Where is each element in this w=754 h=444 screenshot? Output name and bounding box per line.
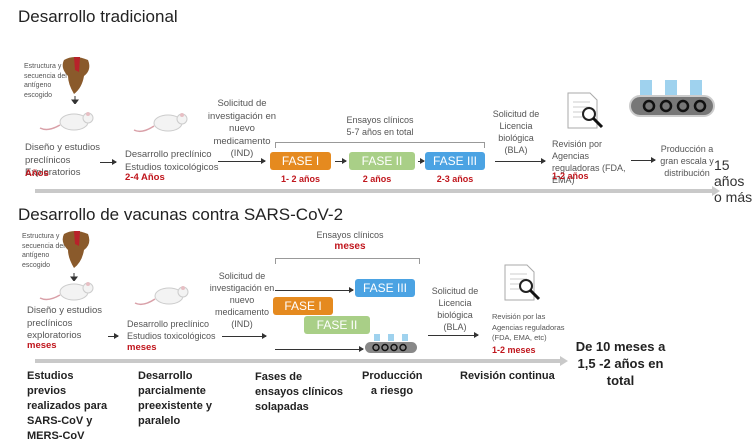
bla-label: Solicitud de Licencia biológica (BLA) — [492, 109, 540, 155]
review-text: Revisión por Agencias reguladoras (FDA, … — [552, 139, 626, 185]
step2-time: 2-4 Años — [125, 172, 165, 183]
step2-text: Desarrollo preclínico Estudios toxicológ… — [125, 149, 219, 173]
arrow — [218, 158, 266, 164]
arrow — [335, 158, 347, 164]
note-rolling-review: Revisión continua — [460, 370, 555, 382]
mouse-icon — [133, 113, 188, 133]
mouse-icon — [134, 286, 189, 306]
trials-bracket — [275, 142, 485, 148]
arrow — [222, 333, 267, 339]
total-time: 15 años o más — [714, 157, 753, 205]
section-title-traditional: Desarrollo tradicional — [18, 7, 178, 26]
note-previous-studies: Estudios previos realizados para SARS-Co… — [27, 370, 108, 442]
arrow — [495, 158, 546, 164]
timeline-bar — [35, 356, 568, 366]
document-review-icon — [567, 92, 604, 129]
ind-label: Solicitud de investigación en nuevo medi… — [209, 271, 275, 329]
trials-time: 5-7 años en total — [346, 127, 414, 137]
phase-1-box: FASE I — [270, 152, 331, 170]
review-text: Revisión por las Agencias reguladoras (F… — [492, 312, 565, 342]
step1-time: Años — [25, 168, 49, 179]
antigen-label: Estructura y secuencia del antígeno esco… — [24, 63, 67, 99]
review-time: 1-2 años — [552, 171, 589, 181]
mouse-icon — [39, 282, 94, 301]
phase-3-box: FASE III — [425, 152, 485, 170]
ind-label: Solicitud de investigación en nuevo medi… — [207, 98, 277, 159]
step1-text: Diseño y estudios preclínicos Explorator… — [25, 142, 100, 178]
protein-icon — [62, 57, 90, 94]
arrow — [108, 333, 119, 339]
protein-icon — [62, 231, 90, 268]
trials-label: Ensayos clínicos — [346, 115, 414, 125]
trials-time: meses — [334, 241, 366, 252]
arrow — [418, 158, 425, 164]
mouse-icon — [39, 112, 94, 131]
note-production-at-risk: Producción a riesgo — [362, 370, 423, 397]
document-review-icon — [504, 264, 541, 301]
total-time: De 10 meses a 1,5 -2 años en total — [575, 339, 666, 388]
phase-2-time: 2 años — [362, 174, 392, 184]
phase-3-time: 2-3 años — [436, 174, 474, 184]
timeline-bar — [35, 186, 720, 196]
arrow — [275, 287, 354, 293]
phase-2-box: FASE II — [304, 316, 370, 334]
phase-1-time: 1- 2 años — [280, 174, 320, 184]
arrow — [100, 159, 117, 165]
trials-bracket — [275, 258, 420, 264]
review-time: 1-2 meses — [492, 345, 536, 355]
conveyor-icon — [629, 80, 715, 117]
arrow-down-icon — [71, 96, 79, 104]
step2-time: meses — [127, 342, 157, 353]
step1-text: Diseño y estudios preclínicos explorator… — [27, 305, 102, 341]
phase-2-box: FASE II — [349, 152, 415, 170]
bla-label: Solicitud de Licencia biológica (BLA) — [431, 286, 479, 332]
phase-3-box: FASE III — [355, 279, 415, 297]
conveyor-icon — [365, 334, 417, 353]
step1-time: meses — [27, 340, 57, 351]
phase-1-box: FASE I — [273, 297, 333, 315]
section-title-covid: Desarrollo de vacunas contra SARS-CoV-2 — [18, 205, 344, 224]
arrow — [428, 332, 479, 338]
arrow — [275, 346, 364, 352]
note-overlapping-phases: Fases de ensayos clínicos solapadas — [255, 371, 344, 413]
trials-label: Ensayos clínicos — [316, 230, 384, 240]
production-label: Producción a gran escala y distribución — [660, 144, 714, 178]
note-partial-development: Desarrollo parcialmente preexistente y p… — [138, 370, 212, 427]
antigen-label: Estructura y secuencia del antígeno esco… — [22, 233, 65, 269]
step2-text: Desarrollo preclínico Estudios toxicológ… — [127, 319, 216, 341]
arrow-down-icon — [70, 273, 78, 281]
arrow — [631, 157, 656, 163]
